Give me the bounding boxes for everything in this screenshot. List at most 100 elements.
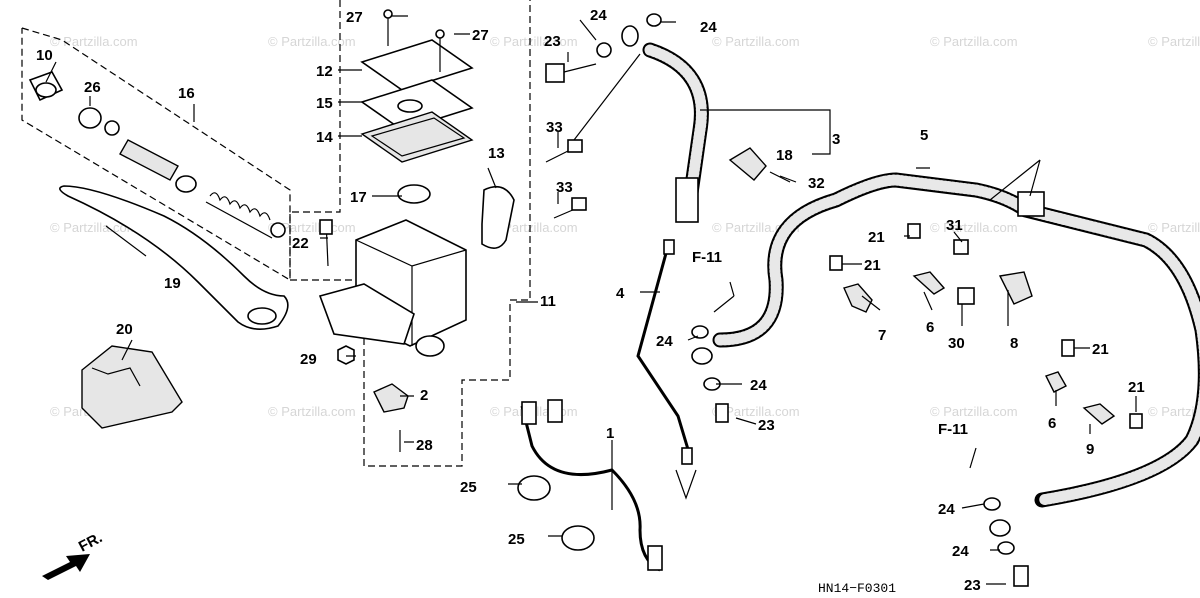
callout-21b: 21 xyxy=(864,257,881,274)
watermark-text: © Partzilla.com xyxy=(490,220,578,235)
washer-part xyxy=(104,120,120,136)
callout-32: 32 xyxy=(808,175,825,192)
callout-17: 17 xyxy=(350,189,367,206)
watermark-text: © Partzilla.com xyxy=(490,34,578,49)
callout-24f: 24 xyxy=(952,543,969,560)
pipe-nut xyxy=(681,447,693,465)
leader-lines xyxy=(989,159,1041,201)
spring-end xyxy=(270,222,286,238)
bolt-head xyxy=(567,139,583,153)
front-label: FR. xyxy=(76,529,105,555)
screws xyxy=(387,14,441,72)
callout-5: 5 xyxy=(920,127,928,144)
callout-12: 12 xyxy=(316,63,333,80)
leader-line-set xyxy=(45,15,1137,585)
brake-pipe xyxy=(636,239,697,500)
callout-24c: 24 xyxy=(656,333,673,350)
ref-arrow xyxy=(969,447,977,469)
callout-6a: 6 xyxy=(926,319,934,336)
front-direction-arrow-icon: FR. xyxy=(42,529,105,580)
callout-1: 1 xyxy=(606,425,614,442)
callout-23c: 23 xyxy=(964,577,981,594)
callout-23b: 23 xyxy=(758,417,775,434)
banjo-bolt-shaft xyxy=(563,63,597,73)
callout-6b: 6 xyxy=(1048,415,1056,432)
callout-31: 31 xyxy=(946,217,963,234)
pipe-line xyxy=(636,245,692,457)
watermark-text: © Partzilla.com xyxy=(1148,220,1200,235)
switch-wire xyxy=(517,399,663,572)
hose-joint xyxy=(1017,191,1045,217)
banjo-fitting xyxy=(691,347,713,365)
bolt-part xyxy=(953,239,969,255)
hose-clamp xyxy=(728,147,767,181)
seal-ring xyxy=(397,184,431,204)
bolt-part xyxy=(957,287,975,305)
callout-16: 16 xyxy=(178,85,195,102)
watermark-text: © Partzilla.com xyxy=(930,34,1018,49)
master-cylinder-outline xyxy=(289,0,531,467)
wire-line xyxy=(520,405,661,572)
hose-clamp xyxy=(998,271,1033,305)
callout-13: 13 xyxy=(488,145,505,162)
watermark-text: © Partzilla.com xyxy=(268,404,356,419)
callout-22: 22 xyxy=(292,235,309,252)
callout-25b: 25 xyxy=(508,531,525,548)
callout-30: 30 xyxy=(948,335,965,352)
kit-outline xyxy=(21,27,291,282)
brake-lever xyxy=(59,185,289,330)
switch-part xyxy=(373,383,409,413)
leader-lines xyxy=(675,469,697,500)
hose-clamp xyxy=(843,283,873,313)
callout-7: 7 xyxy=(878,327,886,344)
watermark-text: © Partzilla.com xyxy=(50,34,138,49)
hose-clamp xyxy=(912,271,946,295)
reservoir-cap xyxy=(360,39,474,91)
callout-21c: 21 xyxy=(1092,341,1109,358)
lever-cover xyxy=(81,345,183,429)
upper-brake-hose xyxy=(545,13,831,223)
callout-15: 15 xyxy=(316,95,333,112)
holder-part xyxy=(481,185,515,249)
wire-clamp xyxy=(561,525,595,551)
callout-21d: 21 xyxy=(1128,379,1145,396)
washer-part xyxy=(691,325,709,339)
screw-head xyxy=(435,29,445,39)
lever-body xyxy=(59,185,289,330)
callout-28: 28 xyxy=(416,437,433,454)
callout-23a: 23 xyxy=(544,33,561,50)
banjo-fitting xyxy=(989,519,1011,537)
callout-3: 3 xyxy=(832,131,840,148)
plate-hole xyxy=(397,99,423,113)
diaphragm xyxy=(360,111,474,163)
washer-part xyxy=(78,107,102,129)
callout-25a: 25 xyxy=(460,479,477,496)
hose-fitting xyxy=(675,177,699,223)
front-arrow-shape xyxy=(42,554,90,580)
screw-head xyxy=(383,9,393,19)
callout-24a: 24 xyxy=(590,7,607,24)
body-edges xyxy=(355,239,467,346)
connector xyxy=(647,545,663,571)
spring-part xyxy=(209,192,271,221)
connector xyxy=(547,399,563,423)
outlet-port xyxy=(415,335,445,357)
nut-part xyxy=(337,345,355,365)
watermark-text: © Partzilla.com xyxy=(712,34,800,49)
banjo-bolt xyxy=(715,403,729,423)
callout-8: 8 xyxy=(1010,335,1018,352)
clamp-bolt xyxy=(769,171,791,183)
ref-label: F-11 xyxy=(692,249,722,266)
callout-18: 18 xyxy=(776,147,793,164)
callout-27b: 27 xyxy=(472,27,489,44)
callout-9: 9 xyxy=(1086,441,1094,458)
watermark-text: © Partzilla.com xyxy=(50,220,138,235)
hose-texture xyxy=(714,174,1200,506)
watermark-text: © Partzilla.com xyxy=(1148,404,1200,419)
lever-pivot xyxy=(247,307,277,325)
ref-arrow xyxy=(713,281,735,313)
watermark-text: © Partzilla.com xyxy=(1148,34,1200,49)
watermark-text: © Partzilla.com xyxy=(930,404,1018,419)
callout-leaders xyxy=(45,15,1137,585)
